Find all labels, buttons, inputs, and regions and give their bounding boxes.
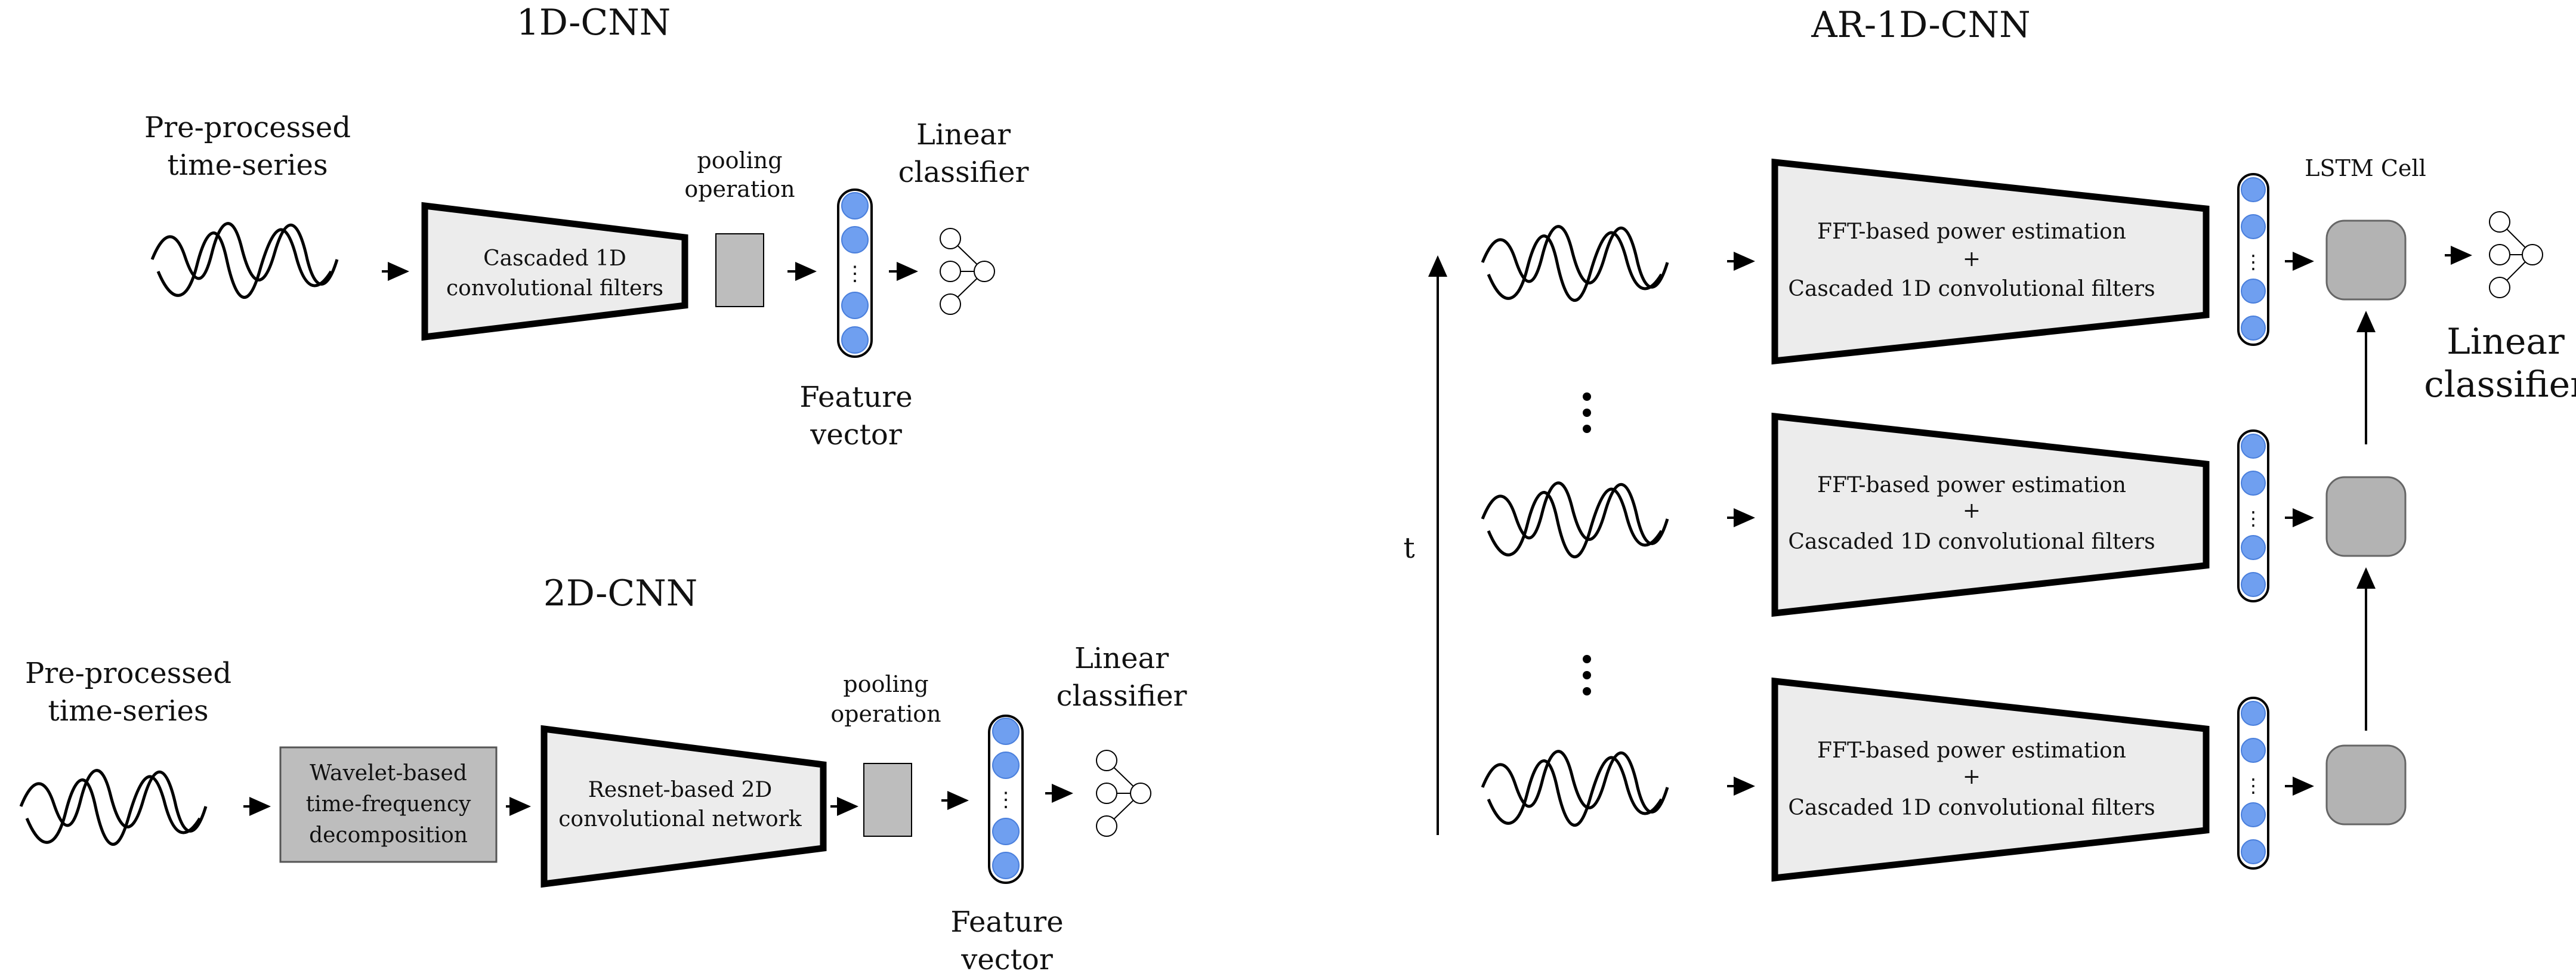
feature-vector-label: vector [960,943,1053,976]
feature-node [2241,471,2266,496]
panel-ar-1d-cnn: AR-1D-CNN t FFT-based power estimation +… [1403,4,2576,882]
ellipsis-glyph: ⋮ [2244,507,2263,530]
conv-label: Cascaded 1D convolutional filters [1788,796,2155,820]
feature-vector: ⋮ [2237,429,2269,602]
input-label: time-series [167,149,328,182]
feature-node [841,226,869,253]
feature-node [2241,839,2266,864]
conv-filter-label: convolutional filters [446,276,663,301]
input-label: Pre-processed [144,111,351,144]
classifier-label: Linear [916,118,1011,152]
feature-vector-label: vector [810,418,902,452]
classifier-label: Linear [2447,321,2565,363]
classifier-network-icon [2489,211,2543,298]
feature-node [841,292,869,319]
classifier-label: classifier [898,156,1029,189]
ellipsis-glyph: ⋮ [2244,774,2263,797]
feature-vector: ⋮ [2237,697,2269,870]
time-series-waveform [152,224,337,298]
feature-node [2241,279,2266,304]
lstm-cell [2325,744,2407,825]
feature-node [2241,434,2266,459]
feature-node [992,752,1020,779]
feature-node [992,718,1020,745]
lstm-cell [2325,476,2407,557]
time-series-waveform [1482,227,1667,301]
feature-node [2241,738,2266,763]
ellipsis-glyph: ⋮ [2244,251,2263,273]
panel-title-ar-1d-cnn: AR-1D-CNN [1811,4,2030,46]
pooling-box [715,233,764,307]
feature-node [2241,214,2266,239]
feature-node [841,326,869,354]
pooling-box [863,763,912,837]
fft-conv-block [1771,677,2210,882]
pooling-label: operation [830,701,941,727]
feature-node [992,818,1020,845]
panel-1d-cnn: 1D-CNN Pre-processed time-series Cascade… [144,2,1029,452]
conv-label: Cascaded 1D convolutional filters [1788,530,2155,554]
plus-label: + [1963,765,1981,789]
input-label: time-series [48,694,208,728]
conv-label: Cascaded 1D convolutional filters [1788,277,2155,301]
plus-label: + [1963,247,1981,271]
feature-node [2241,535,2266,560]
wavelet-label: Wavelet-based [310,761,467,786]
classifier-label: classifier [2424,364,2576,406]
wavelet-decomposition-box [279,746,498,863]
time-axis-label: t [1403,531,1414,565]
feature-node [2241,177,2266,202]
pooling-label: pooling [843,671,928,697]
fft-conv-block [1771,412,2210,617]
feature-vector-label: Feature [950,905,1063,939]
panel-2d-cnn: 2D-CNN Pre-processed time-series Wavelet… [21,573,1187,976]
lstm-label: LSTM Cell [2305,155,2426,181]
plus-label: + [1963,499,1981,523]
feature-node [2241,802,2266,827]
feature-vector: ⋮ [988,715,1024,884]
feature-node [2241,316,2266,341]
wavelet-label: decomposition [309,823,468,848]
feature-vector: ⋮ [837,188,873,358]
classifier-label: classifier [1057,679,1187,713]
fft-label: FFT-based power estimation [1817,219,2126,244]
resnet-label: convolutional network [558,807,802,831]
ellipsis-glyph: ⋮ [996,788,1016,812]
input-label: Pre-processed [25,657,231,690]
time-series-waveform [1482,483,1667,557]
fft-label: FFT-based power estimation [1817,473,2126,497]
vertical-ellipsis-icon [1583,392,1591,695]
resnet-label: Resnet-based 2D [588,778,773,802]
conv-filter-label: Cascaded 1D [483,246,626,271]
time-series-waveform [1482,752,1667,825]
feature-vector: ⋮ [2237,173,2269,346]
wavelet-label: time-frequency [306,792,471,817]
classifier-network-icon [1096,750,1151,837]
fft-conv-block [1771,158,2210,365]
panel-title-2d-cnn: 2D-CNN [543,573,698,614]
feature-node [2241,572,2266,597]
feature-vector-label: Feature [799,381,912,414]
classifier-network-icon [940,228,995,315]
ellipsis-glyph: ⋮ [845,262,865,286]
resnet-block [540,725,827,888]
conv-filter-block [421,202,688,341]
feature-node [841,192,869,219]
feature-node [2241,701,2266,726]
feature-node [992,852,1020,879]
pooling-label: pooling [697,147,782,174]
time-series-waveform [21,771,206,845]
fft-label: FFT-based power estimation [1817,738,2126,763]
classifier-label: Linear [1074,642,1169,675]
panel-title-1d-cnn: 1D-CNN [517,2,671,44]
lstm-cell [2325,219,2407,301]
pooling-label: operation [684,176,795,202]
